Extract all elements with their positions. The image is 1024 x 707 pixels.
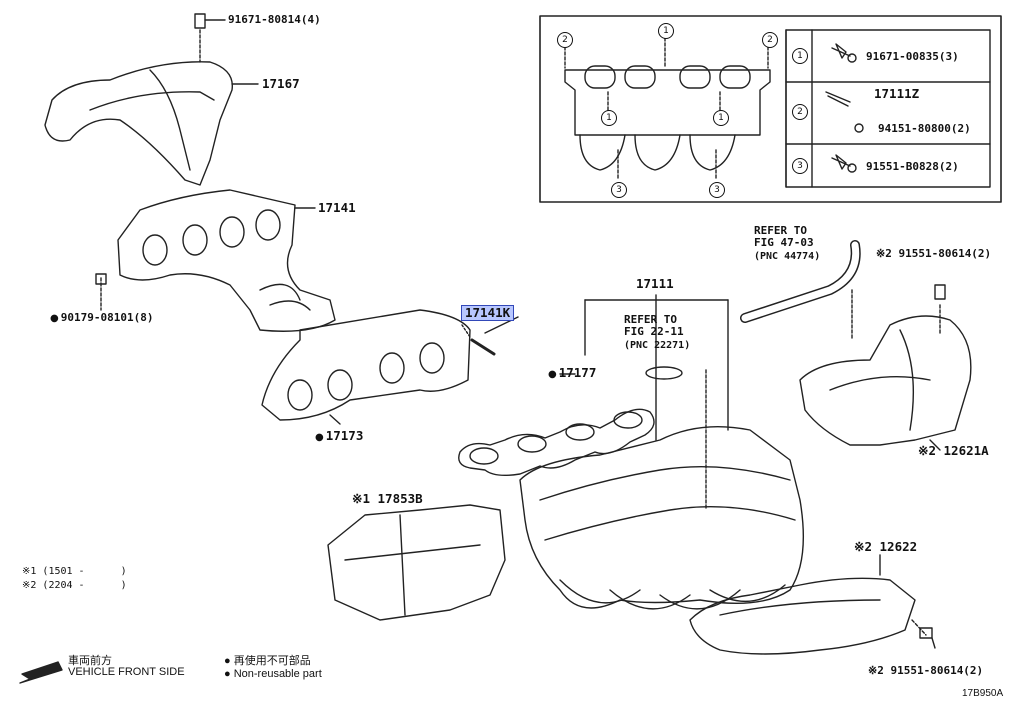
part-91671-80814[interactable]: 91671-80814(4) [228, 13, 321, 26]
part-12622[interactable]: ※2 12622 [854, 539, 918, 554]
heat-insulator-12622 [689, 577, 916, 655]
refer-fig-22-11-line2[interactable]: FIG 22-11 [624, 325, 684, 338]
vehicle-front-jp: 車両前方 [68, 655, 112, 667]
note-2: ※2 (2204 - ) [22, 580, 127, 591]
part-12621A[interactable]: ※2 12621A [918, 443, 989, 458]
inset-part-91551-B0828[interactable]: 91551-B0828(2) [866, 160, 959, 173]
cover-17853B [327, 504, 506, 621]
callout-1: 1 [601, 110, 617, 126]
nonreusable-jp: ● 再使用不可部品 [224, 655, 311, 667]
callout-2: 2 [557, 32, 573, 48]
part-17167[interactable]: 17167 [262, 76, 300, 91]
callout-1: 1 [713, 110, 729, 126]
callout-3: 3 [709, 182, 725, 198]
refer-fig-47-03-line1: REFER TO [754, 224, 807, 237]
table-row-num: 1 [792, 48, 808, 64]
gasket-17177 [458, 408, 655, 477]
figure-id: 17B950A [962, 688, 1004, 699]
callout-1: 1 [658, 23, 674, 39]
inset-part-17111Z[interactable]: 17111Z [874, 86, 920, 101]
part-17173[interactable]: 17173 [315, 429, 364, 444]
inset-manifold [564, 69, 771, 136]
part-91551-80614-bottom[interactable]: ※2 91551-80614(2) [868, 664, 984, 677]
part-17111[interactable]: 17111 [636, 276, 674, 291]
inset-part-91671-00835[interactable]: 91671-00835(3) [866, 50, 959, 63]
part-90179-08101[interactable]: 90179-08101(8) [50, 312, 154, 325]
inset-box [539, 15, 1002, 203]
part-17141K[interactable]: 17141K [461, 305, 515, 321]
callout-2: 2 [762, 32, 778, 48]
note-1: ※1 (1501 - ) [22, 566, 127, 577]
part-17853B[interactable]: ※1 17853B [352, 491, 423, 506]
intake-manifold-17111 [519, 426, 804, 609]
refer-fig-47-03-line2[interactable]: FIG 47-03 [754, 236, 814, 249]
refer-fig-22-11-line1: REFER TO [624, 313, 677, 326]
part-17177[interactable]: 17177 [548, 366, 597, 381]
refer-fig-47-03-line3: (PNC 44774) [754, 251, 821, 262]
gasket-17173 [261, 309, 471, 421]
refer-fig-22-11-line3: (PNC 22271) [624, 340, 691, 351]
nonreusable-en: ● Non-reusable part [224, 668, 322, 680]
vehicle-front-en: VEHICLE FRONT SIDE [68, 666, 185, 678]
heat-insulator-17167 [44, 61, 234, 186]
inset-table [785, 29, 991, 188]
part-17141[interactable]: 17141 [318, 200, 356, 215]
table-row-num: 2 [792, 104, 808, 120]
table-row-num: 3 [792, 158, 808, 174]
part-91551-80614-top[interactable]: ※2 91551-80614(2) [876, 247, 992, 260]
inset-part-94151-80800[interactable]: 94151-80800(2) [878, 122, 971, 135]
callout-3: 3 [611, 182, 627, 198]
heat-insulator-12621A [799, 315, 972, 446]
